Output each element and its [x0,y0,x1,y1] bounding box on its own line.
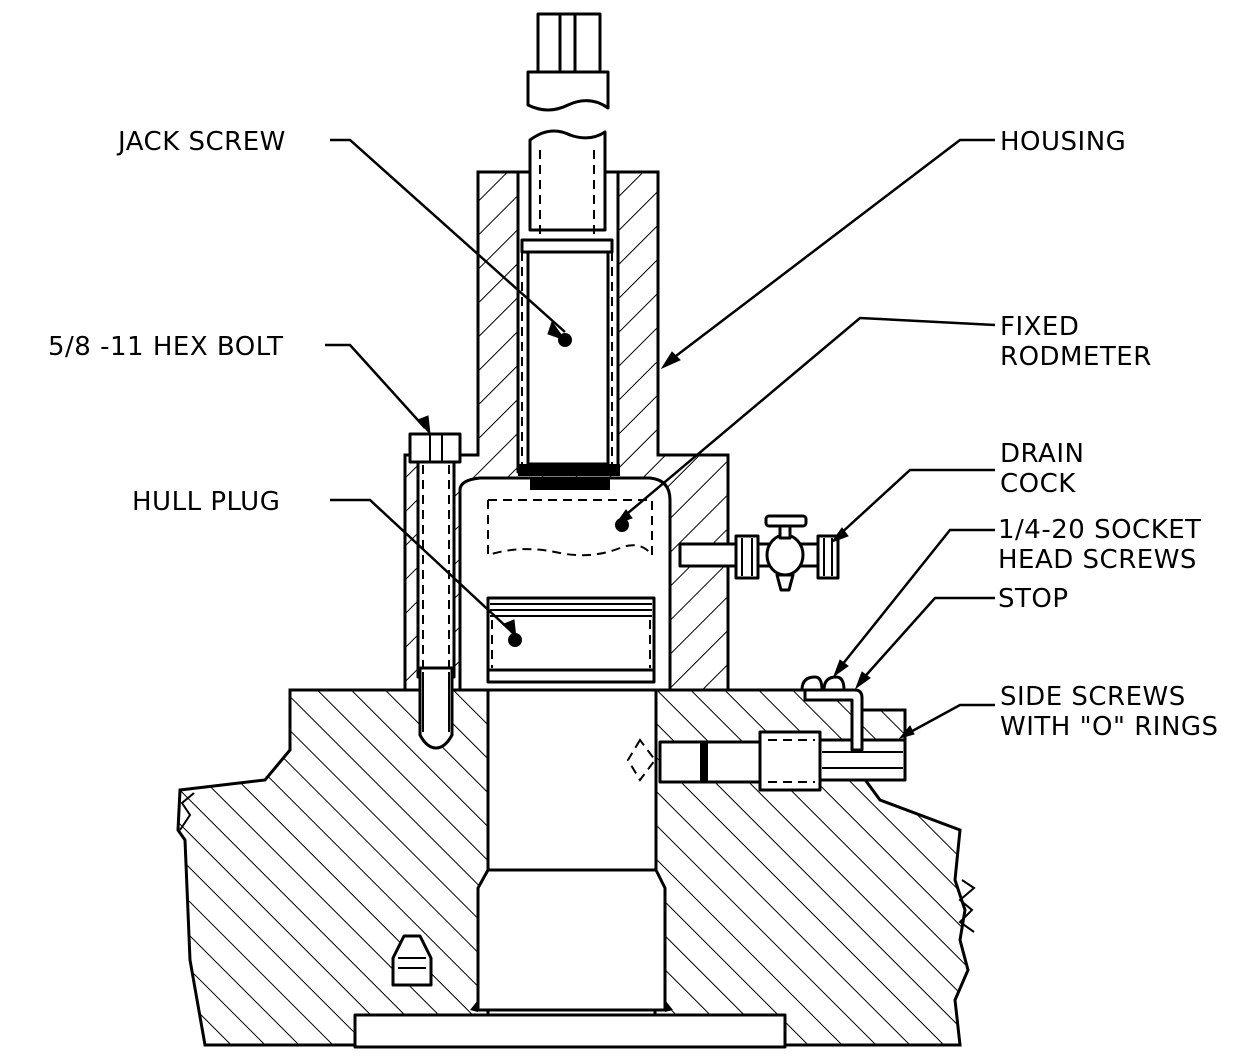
label-drain-cock-2: COCK [1000,469,1076,499]
label-socket-screws-2: HEAD SCREWS [998,545,1197,575]
label-drain-cock-1: DRAIN [1000,439,1084,469]
label-hex-bolt: 5/8 -11 HEX BOLT [48,332,284,362]
hex-bolt [408,432,462,750]
label-hull-plug: HULL PLUG [132,487,280,517]
label-stop: STOP [998,584,1069,614]
side-screw-assembly [626,675,907,792]
label-fixed-rodmeter-1: FIXED [1000,312,1079,342]
label-housing: HOUSING [1000,127,1126,157]
labels: JACK SCREW HOUSING 5/8 -11 HEX BOLT FIXE… [48,127,1219,742]
label-fixed-rodmeter-2: RODMETER [1000,342,1152,372]
hull-plug [486,596,656,684]
label-side-screws-2: WITH "O" RINGS [1000,712,1219,742]
leader-lines [325,138,996,739]
jack-screw [518,12,620,476]
drain-cock [678,514,840,592]
label-socket-screws-1: 1/4-20 SOCKET [998,515,1202,545]
label-side-screws-1: SIDE SCREWS [1000,682,1186,712]
label-jack-screw: JACK SCREW [116,127,286,157]
hull-plug-bore [353,678,787,1049]
